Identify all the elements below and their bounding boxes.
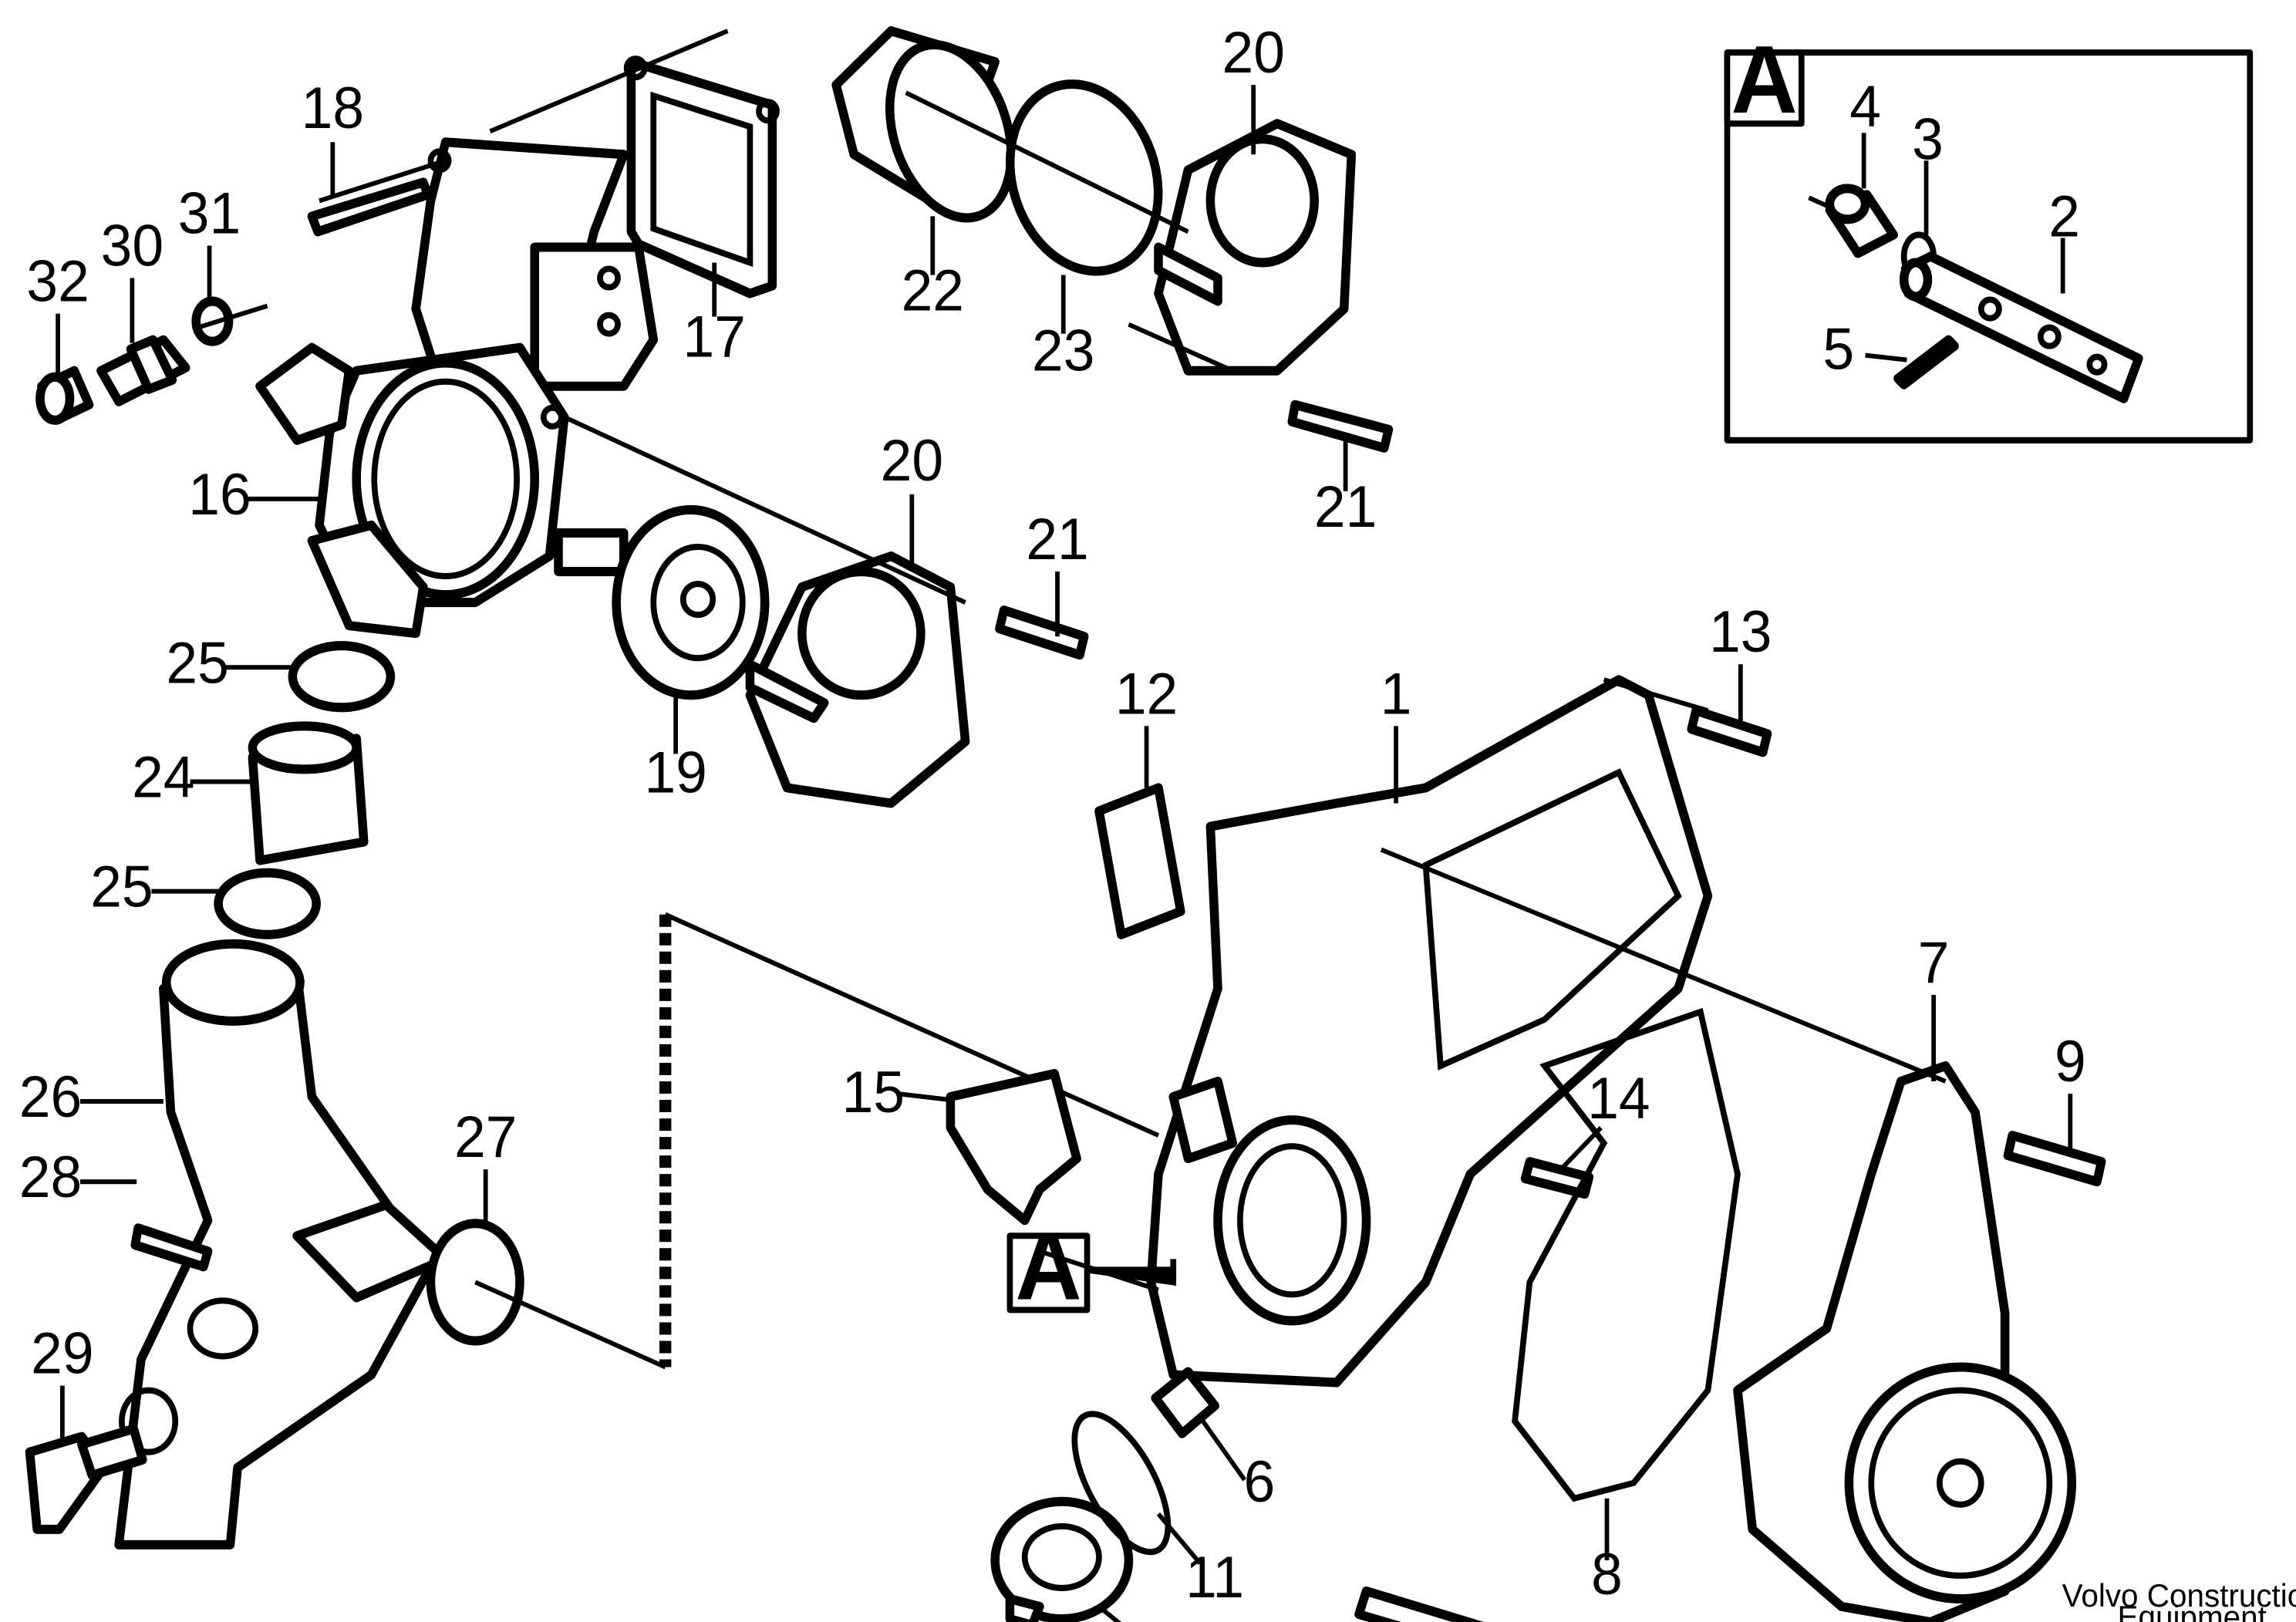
inset-letter: A	[1731, 26, 1798, 133]
bolt-9-part	[2003, 1131, 2106, 1187]
o-ring-11-part	[1071, 1411, 1172, 1556]
fitting-30-part	[96, 335, 190, 406]
part-labels: 1 2 3 4 5 6 7 8 9 10 11 12 13 14 15 16 1…	[19, 19, 2086, 1622]
label-3: 3	[1912, 106, 1944, 172]
bracket-15-part	[946, 1068, 1081, 1226]
bolt-21-mid-part	[995, 605, 1089, 660]
thermostat-10-part	[990, 1496, 1134, 1622]
label-12: 12	[1115, 660, 1178, 727]
bolt-13-part	[1687, 706, 1772, 757]
thermostat-19-part	[554, 504, 770, 700]
label-26: 26	[19, 1064, 82, 1130]
outlet-housing-20-mid-part	[745, 551, 970, 808]
label-5: 5	[1823, 315, 1855, 382]
label-7: 7	[1918, 929, 1950, 995]
sleeve-part	[1825, 184, 1898, 258]
callout-a-box: A	[1006, 1212, 1177, 1320]
label-6: 6	[1244, 1448, 1276, 1514]
reference-number: 1040975	[2088, 1618, 2296, 1622]
gasket-12-part	[1094, 783, 1185, 939]
screw-18-part	[307, 177, 433, 237]
spring-6-part	[1151, 1367, 1219, 1438]
label-13: 13	[1709, 599, 1772, 665]
brand-line-1: Volvo Construction	[2062, 1577, 2296, 1614]
label-24: 24	[132, 744, 194, 810]
label-25-bottom: 25	[90, 853, 153, 919]
label-20-top: 20	[1222, 19, 1285, 86]
seal-ring-23-part	[1005, 79, 1163, 276]
timing-cover-1-part	[1146, 675, 1713, 1388]
label-25-top: 25	[166, 629, 228, 696]
coupling-24-part	[248, 721, 369, 865]
label-28: 28	[19, 1144, 82, 1210]
plug-32-part	[35, 366, 94, 425]
label-30: 30	[101, 212, 164, 278]
gasket-plate-part	[623, 56, 780, 298]
tube-sleeve-22-part	[831, 26, 1016, 223]
o-ring-27-part	[426, 1219, 524, 1346]
brand-line-2: Equipment	[2118, 1599, 2267, 1622]
bolt-14-part	[1520, 1157, 1594, 1199]
outlet-housing-20-top-part	[1154, 119, 1357, 376]
pin-part	[1893, 335, 1959, 389]
label-2: 2	[2048, 183, 2080, 249]
bolt-21-top-part	[1287, 400, 1394, 453]
thermostat-housing-part	[255, 137, 659, 639]
direction-arrow	[1354, 1586, 1484, 1622]
svg-text:A: A	[1015, 1212, 1081, 1320]
label-32: 32	[26, 248, 89, 314]
footer: Volvo Construction Equipment 1040975	[2062, 1577, 2296, 1622]
screw-28-part	[130, 1223, 213, 1272]
label-1: 1	[1381, 660, 1412, 727]
label-27: 27	[454, 1104, 517, 1170]
label-18: 18	[302, 75, 364, 141]
label-15: 15	[842, 1059, 905, 1125]
label-14: 14	[1587, 1065, 1650, 1131]
sealing-8-part	[1512, 1007, 1741, 1502]
label-16: 16	[188, 461, 251, 528]
water-pump-7-part	[1733, 1061, 2077, 1622]
seal-ring-25b-part	[214, 868, 321, 939]
shaft-part	[1899, 251, 2143, 403]
label-29: 29	[31, 1320, 93, 1386]
detail-inset-a: A	[1724, 26, 2254, 443]
pipe-26-part	[114, 939, 450, 1549]
label-21-mid: 21	[1026, 506, 1088, 572]
elbow-29-part	[25, 1424, 147, 1534]
label-4: 4	[1849, 73, 1881, 140]
label-31: 31	[178, 180, 241, 246]
seal-ring-25a-part	[288, 641, 396, 713]
label-20-mid: 20	[881, 427, 943, 494]
label-9: 9	[2055, 1028, 2086, 1094]
